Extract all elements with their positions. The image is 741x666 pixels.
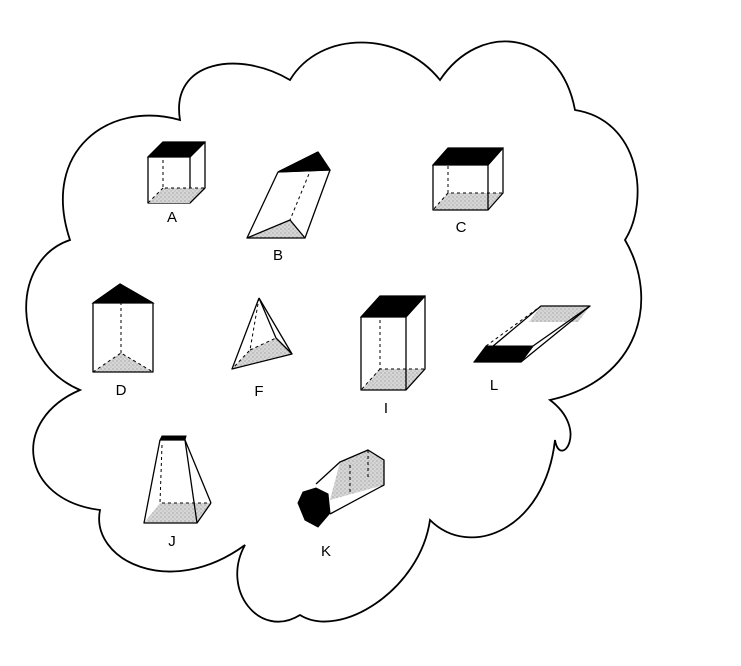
shape-l-box bbox=[473, 305, 591, 363]
cloud-outline bbox=[25, 40, 643, 623]
label-c: C bbox=[456, 219, 467, 236]
label-k: K bbox=[321, 543, 331, 560]
shape-i-box bbox=[359, 295, 427, 391]
shape-a-cube bbox=[146, 141, 207, 204]
label-j: J bbox=[168, 533, 176, 550]
shape-d-prism bbox=[91, 283, 155, 373]
shape-b-prism bbox=[246, 151, 331, 239]
shape-c-box bbox=[431, 147, 505, 211]
label-l: L bbox=[490, 377, 498, 394]
shape-f-pyramid bbox=[231, 297, 293, 370]
label-d: D bbox=[116, 382, 127, 399]
label-i: I bbox=[384, 400, 388, 417]
label-f: F bbox=[254, 383, 263, 400]
shape-k-hexprism bbox=[297, 449, 385, 528]
shape-j-frustum bbox=[143, 435, 212, 524]
label-a: A bbox=[167, 209, 177, 226]
label-b: B bbox=[273, 247, 283, 264]
